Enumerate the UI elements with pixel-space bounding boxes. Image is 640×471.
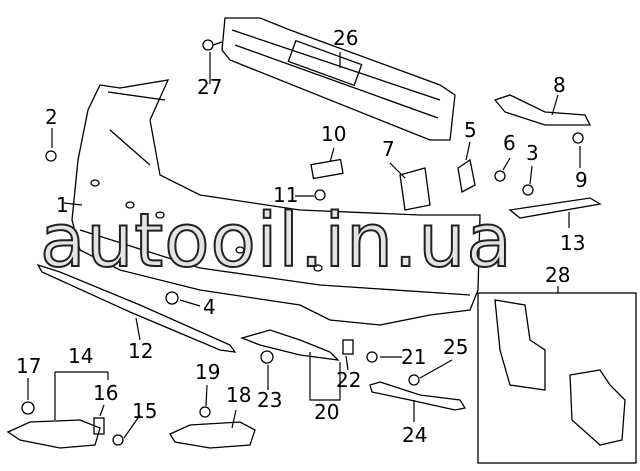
callout-22: 22 [336, 368, 362, 392]
callout-20: 20 [314, 400, 340, 424]
screw-9 [572, 132, 584, 144]
callout-5: 5 [464, 118, 477, 142]
callout-7: 7 [382, 137, 395, 161]
callout-27: 27 [197, 75, 223, 99]
callout-19: 19 [195, 360, 221, 384]
callout-3: 3 [526, 141, 539, 165]
callout-18: 18 [226, 383, 252, 407]
fog-lamp-14 [6, 419, 101, 449]
bracket-7 [399, 167, 431, 211]
bracket-5 [457, 158, 476, 194]
clip-4 [165, 291, 179, 305]
callout-15: 15 [132, 399, 158, 423]
clip-17 [21, 401, 35, 415]
screw-25 [408, 374, 420, 386]
bumper-reinforcement [221, 17, 456, 141]
strip-12 [36, 263, 237, 353]
callout-26: 26 [333, 26, 359, 50]
screw-6 [494, 170, 506, 182]
mud-flap-left [494, 299, 546, 391]
clip-22 [342, 339, 354, 355]
screw-27 [202, 39, 214, 51]
callout-21: 21 [401, 345, 427, 369]
strip-13 [508, 197, 602, 219]
clip-11 [314, 189, 326, 201]
bracket-8 [493, 94, 592, 126]
clip-19 [199, 406, 211, 418]
callout-13: 13 [560, 231, 586, 255]
bracket-16 [93, 417, 105, 435]
callout-14: 14 [68, 344, 94, 368]
callout-11: 11 [273, 183, 299, 207]
callout-1: 1 [56, 193, 69, 217]
fog-lamp-18 [169, 421, 256, 449]
clip-10 [310, 158, 344, 180]
callout-6: 6 [503, 131, 516, 155]
bracket-24 [369, 381, 467, 411]
screw-15 [112, 434, 124, 446]
callout-9: 9 [575, 168, 588, 192]
callout-25: 25 [443, 335, 469, 359]
reflector-bracket-20 [239, 329, 340, 361]
watermark-text: autooil.in.ua [39, 197, 513, 285]
callout-4: 4 [203, 295, 216, 319]
clip-2 [45, 150, 57, 162]
screw-21 [366, 351, 378, 363]
mud-flap-right [569, 369, 626, 446]
bumper-cover [71, 79, 481, 326]
bolt-3 [522, 184, 534, 196]
mud-flap-kit-box [477, 292, 637, 464]
leader-lines [27, 52, 581, 439]
callout-17: 17 [16, 354, 42, 378]
callout-8: 8 [553, 73, 566, 97]
callout-10: 10 [321, 122, 347, 146]
callout-2: 2 [45, 105, 58, 129]
callout-12: 12 [128, 339, 154, 363]
callout-28: 28 [545, 263, 571, 287]
callout-23: 23 [257, 388, 283, 412]
callout-16: 16 [93, 381, 119, 405]
callout-24: 24 [402, 423, 428, 447]
clip-23 [260, 350, 274, 364]
